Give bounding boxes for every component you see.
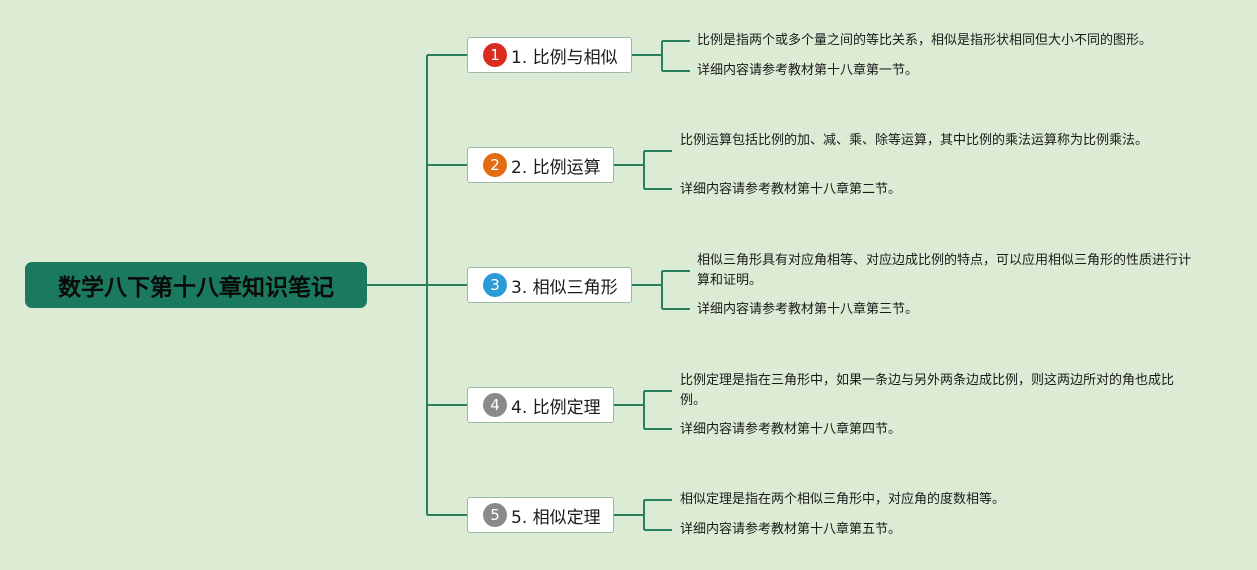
branch-2-node[interactable]: 2 2. 比例运算 xyxy=(467,147,614,183)
branch-2-ref[interactable]: 详细内容请参考教材第十八章第二节。 xyxy=(680,182,902,197)
number-5-badge-icon: 5 xyxy=(483,503,507,527)
branch-1-desc[interactable]: 比例是指两个或多个量之间的等比关系，相似是指形状相同但大小不同的图形。 xyxy=(697,33,1153,48)
branch-5-label: 5. 相似定理 xyxy=(511,507,601,528)
branch-1-ref[interactable]: 详细内容请参考教材第十八章第一节。 xyxy=(697,63,919,78)
branch-5-node[interactable]: 5 5. 相似定理 xyxy=(467,497,614,533)
number-3-badge-icon: 3 xyxy=(483,273,507,297)
root-topic[interactable]: 数学八下第十八章知识笔记 xyxy=(25,262,367,308)
branch-3-ref[interactable]: 详细内容请参考教材第十八章第三节。 xyxy=(697,302,919,317)
number-2-badge-icon: 2 xyxy=(483,153,507,177)
root-title: 数学八下第十八章知识笔记 xyxy=(58,275,334,301)
branch-2-label: 2. 比例运算 xyxy=(511,157,601,178)
number-4-badge-icon: 4 xyxy=(483,393,507,417)
branch-4-node[interactable]: 4 4. 比例定理 xyxy=(467,387,614,423)
branch-1-node[interactable]: 1 1. 比例与相似 xyxy=(467,37,632,73)
branch-4-label: 4. 比例定理 xyxy=(511,397,601,418)
branch-2-desc[interactable]: 比例运算包括比例的加、减、乘、除等运算，其中比例的乘法运算称为比例乘法。 xyxy=(680,133,1149,148)
branch-4-desc[interactable]: 比例定理是指在三角形中，如果一条边与另外两条边成比例，则这两边所对的角也成比例。 xyxy=(680,373,1175,408)
branch-3-node[interactable]: 3 3. 相似三角形 xyxy=(467,267,632,303)
branch-1-label: 1. 比例与相似 xyxy=(511,47,618,68)
branch-5-desc[interactable]: 相似定理是指在两个相似三角形中，对应角的度数相等。 xyxy=(680,492,1006,507)
branch-3-desc[interactable]: 相似三角形具有对应角相等、对应边成比例的特点，可以应用相似三角形的性质进行计算和… xyxy=(697,253,1192,288)
branch-4-ref[interactable]: 详细内容请参考教材第十八章第四节。 xyxy=(680,422,902,437)
number-1-badge-icon: 1 xyxy=(483,43,507,67)
branch-3-label: 3. 相似三角形 xyxy=(511,277,618,298)
branch-5-ref[interactable]: 详细内容请参考教材第十八章第五节。 xyxy=(680,522,902,537)
